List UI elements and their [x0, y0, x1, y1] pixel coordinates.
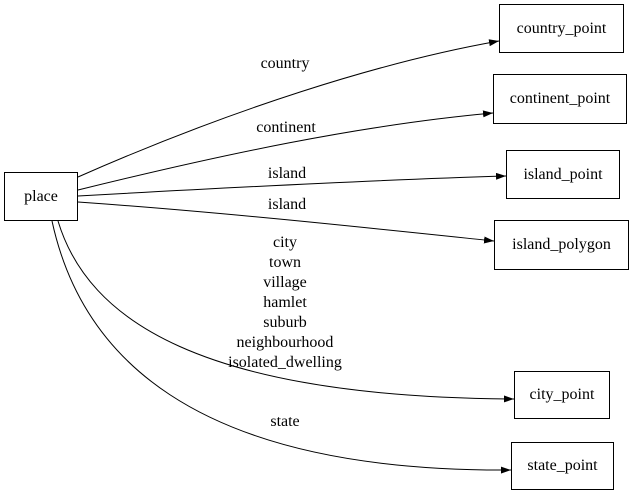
node-continent-point: continent_point	[493, 74, 627, 124]
edge-place-to-state-point	[51, 220, 512, 474]
edge-label-island-point: island	[267, 165, 307, 182]
edge-label-continent: continent	[256, 119, 316, 136]
node-island-polygon: island_polygon	[494, 220, 629, 270]
edge-place-to-city-point	[57, 220, 515, 403]
edge-place-to-island-point	[77, 172, 507, 197]
edge-place-to-country-point	[77, 39, 500, 178]
edge-label-island-polygon: island	[267, 196, 307, 213]
node-island-point: island_point	[506, 150, 620, 199]
edge-label-city-multiline: city town village hamlet suburb neighbou…	[228, 234, 342, 371]
edge-place-to-continent-point	[77, 110, 494, 191]
edge-place-to-island-polygon	[77, 201, 495, 244]
node-city-point: city_point	[514, 371, 610, 419]
node-place: place	[4, 172, 78, 221]
edge-label-country: country	[260, 55, 310, 72]
node-state-point: state_point	[511, 442, 614, 490]
node-country-point: country_point	[499, 4, 624, 53]
edge-label-state: state	[270, 413, 300, 430]
